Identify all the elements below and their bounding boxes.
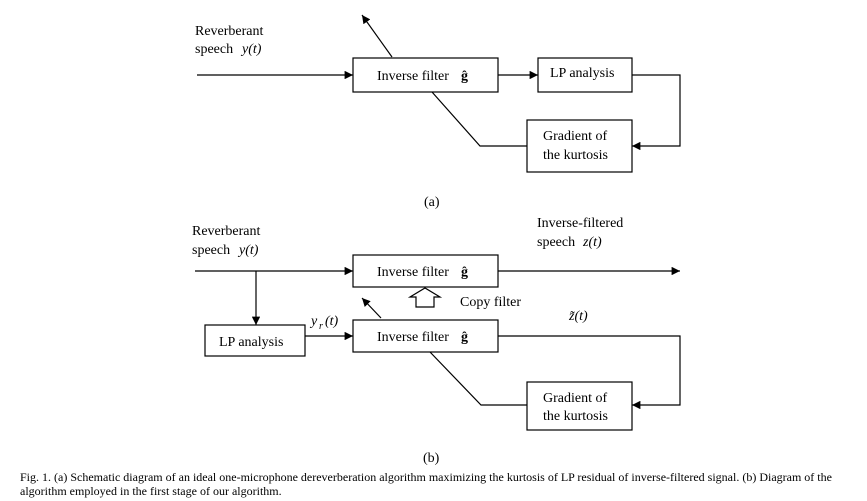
- a-adapt-arrow: [361, 14, 393, 58]
- b-filter-symbol-top: ĝ: [461, 265, 468, 280]
- a-input-symbol: y(t): [240, 42, 262, 57]
- b-residual-subscript: r: [319, 321, 323, 332]
- b-gradient-feedback-line: [429, 351, 527, 406]
- a-lp-to-gradient-arrow: [632, 74, 681, 151]
- b-gradient-box: [526, 381, 633, 431]
- b-residual-symbol: y: [309, 314, 318, 329]
- a-gradient-feedback-line: [431, 91, 527, 147]
- b-lp-analysis-label: LP analysis: [219, 335, 283, 350]
- b-filter-symbol-bottom: ĝ: [461, 330, 468, 345]
- b-filter-to-gradient-arrow: [498, 335, 681, 410]
- a-lp-analysis-box: [537, 57, 633, 93]
- a-inverse-filter-label: Inverse filter: [377, 69, 449, 84]
- b-inverse-filter-top-label: Inverse filter: [377, 265, 449, 280]
- b-gradient-line2: the kurtosis: [543, 409, 608, 424]
- b-ztilde-symbol: z̃(t): [568, 309, 588, 324]
- a-filter-symbol: ĝ: [461, 69, 468, 84]
- panel-a: Reverberant speech y(t) Inverse filter ĝ…: [195, 14, 681, 210]
- b-gradient-line1: Gradient of: [543, 391, 607, 406]
- a-gradient-box: [526, 119, 633, 173]
- b-panel-label: (b): [423, 451, 440, 466]
- a-panel-label: (a): [424, 195, 440, 210]
- b-output-label-line1: Inverse-filtered: [537, 216, 623, 231]
- b-output-label-line2: speech: [537, 235, 575, 250]
- b-input-label-line2: speech: [192, 243, 230, 258]
- b-inverse-filter-top-box: [352, 254, 499, 288]
- b-residual-arg: (t): [325, 314, 339, 329]
- b-lp-analysis-box: [204, 324, 306, 357]
- b-adapt-arrow: [361, 297, 382, 319]
- a-gradient-line2: the kurtosis: [543, 148, 608, 163]
- a-input-label-line2: speech: [195, 42, 233, 57]
- figure-caption: Fig. 1. (a) Schematic diagram of an idea…: [20, 470, 832, 498]
- a-gradient-line1: Gradient of: [543, 129, 607, 144]
- panel-b: Reverberant speech y(t) Inverse-filtered…: [192, 216, 681, 466]
- b-input-label-line1: Reverberant: [192, 224, 261, 239]
- b-copy-filter-arrow: [407, 287, 443, 308]
- b-inverse-filter-bottom-label: Inverse filter: [377, 330, 449, 345]
- b-inverse-filter-bottom-box: [352, 319, 499, 353]
- b-output-symbol: z(t): [582, 235, 602, 250]
- a-input-label-line1: Reverberant: [195, 24, 264, 39]
- a-lp-analysis-label: LP analysis: [550, 66, 614, 81]
- b-copy-filter-label: Copy filter: [460, 295, 521, 310]
- b-input-symbol: y(t): [237, 243, 259, 258]
